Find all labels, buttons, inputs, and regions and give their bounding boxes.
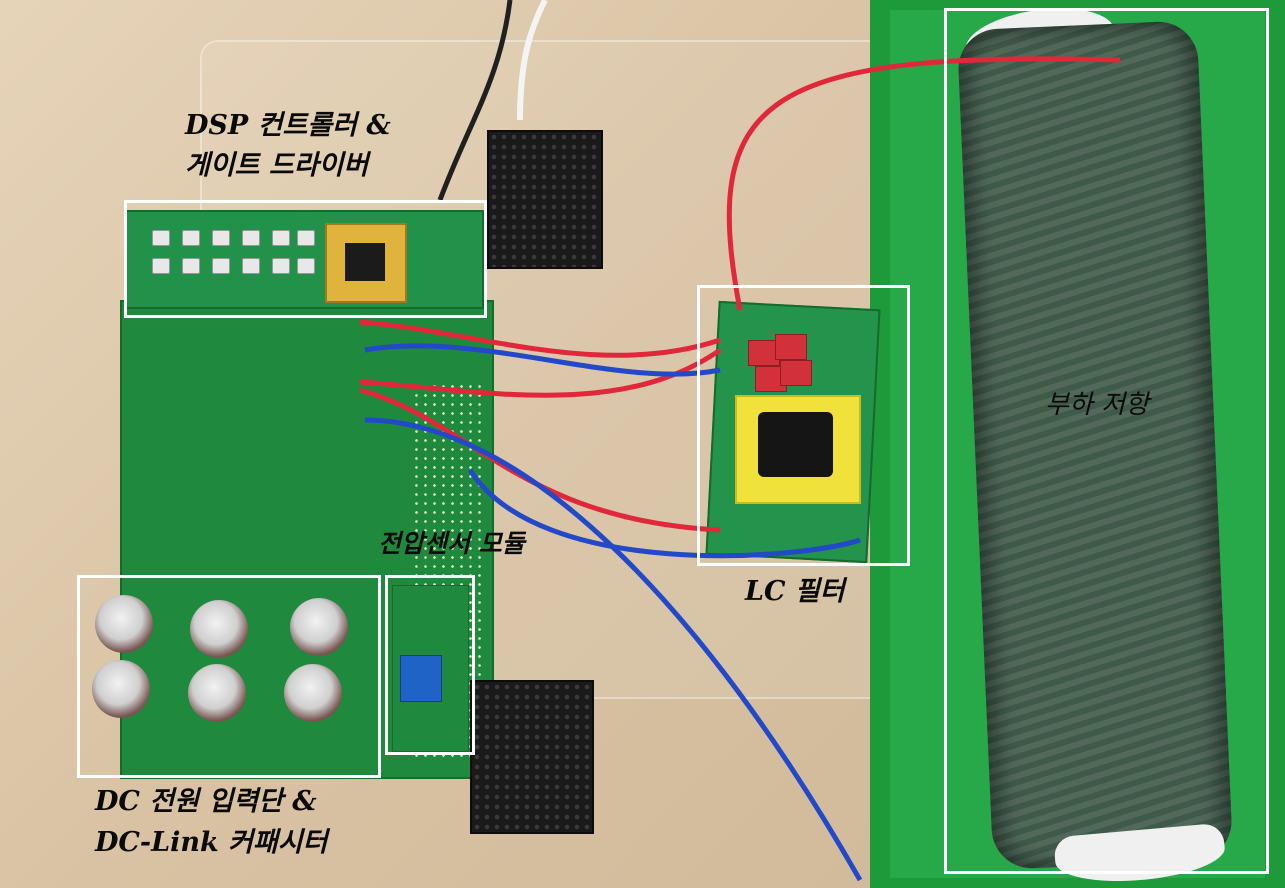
dc-link-capacitor [92, 660, 150, 718]
red-wire [359, 319, 721, 358]
gate-driver-part [212, 258, 230, 274]
gate-driver-part [242, 258, 260, 274]
gate-driver-part [272, 230, 290, 246]
dsp-label-line1: DSP 컨트롤러 & [185, 110, 391, 141]
annotation-box-dsp [124, 200, 487, 318]
blue-wire [467, 468, 861, 559]
annotation-box-voltage-sensor [385, 575, 475, 755]
dsp-label-line2: 게이트 드라이버 [185, 150, 369, 181]
dc-link-capacitor [95, 595, 153, 653]
power-supply-top [487, 130, 603, 269]
load-resistor-label: 부하 저항 [1045, 390, 1149, 420]
dc-input-label-line1: DC 전원 입력단 & [95, 786, 317, 817]
annotation-box-dc-input [77, 575, 381, 778]
red-wire [726, 56, 1121, 311]
dc-link-capacitor [284, 664, 342, 722]
blue-wire [364, 343, 721, 377]
gate-driver-part [182, 230, 200, 246]
inductor-coil [758, 412, 833, 477]
gate-driver-part [297, 230, 315, 246]
gate-driver-part [152, 230, 170, 246]
film-capacitor [780, 360, 812, 386]
gate-driver-part [242, 230, 260, 246]
black-wire [437, 0, 513, 201]
gate-driver-part [297, 258, 315, 274]
dc-link-capacitor [290, 598, 348, 656]
annotation-box-load-resistor [944, 8, 1269, 874]
dc-input-label-line2: DC-Link 커패시터 [95, 827, 328, 858]
voltage-sensor-label: 전압센서 모듈 [378, 529, 525, 558]
power-supply-bottom [470, 680, 594, 834]
gate-driver-part [212, 230, 230, 246]
gate-driver-part [182, 258, 200, 274]
gate-driver-part [152, 258, 170, 274]
red-wire [359, 387, 721, 533]
dc-link-capacitor [188, 664, 246, 722]
dc-link-capacitor [190, 600, 248, 658]
lc-filter-label: LC 필터 [745, 576, 845, 607]
gate-driver-part [272, 258, 290, 274]
dsp-chip [325, 223, 407, 303]
annotation-box-lc-filter [697, 285, 910, 566]
white-wire [517, 0, 548, 121]
film-capacitor [775, 334, 807, 360]
voltage-sensor-module [400, 655, 442, 702]
